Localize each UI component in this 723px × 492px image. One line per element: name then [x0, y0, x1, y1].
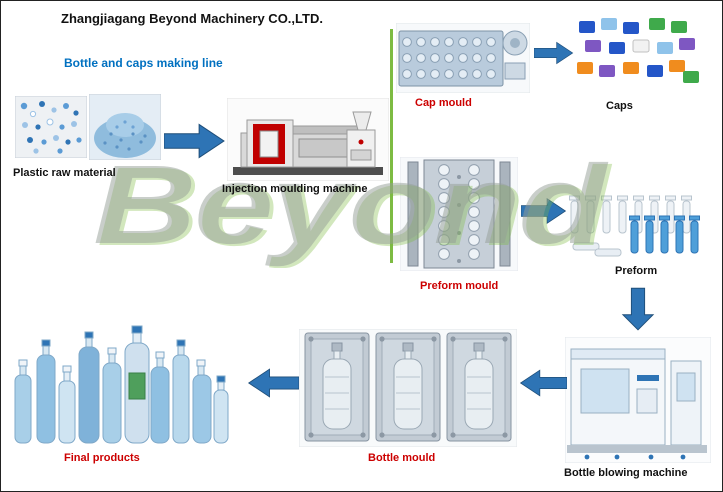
arrow-bottlemould-to-final-icon — [247, 368, 299, 398]
arrow-preformmould-to-preform-icon — [521, 198, 567, 224]
label-bottle-blowing-machine: Bottle blowing machine — [564, 467, 688, 479]
label-final-products: Final products — [64, 452, 140, 464]
company-title: Zhangjiagang Beyond Machinery CO.,LTD. — [61, 11, 323, 26]
label-preform-mould: Preform mould — [420, 280, 499, 292]
preform-mould-image — [400, 157, 518, 271]
arrow-preform-to-blowing-icon — [621, 287, 655, 331]
plastic-flakes-image — [15, 96, 87, 158]
label-caps: Caps — [606, 100, 633, 112]
bottle-mould-image — [299, 329, 517, 447]
arrow-capmould-to-caps-icon — [534, 41, 574, 65]
bottle-blowing-machine-image — [565, 337, 711, 463]
plastic-granules-image — [89, 94, 161, 160]
arrow-raw-to-injection-icon — [164, 123, 225, 159]
label-injection-moulding-machine: Injection moulding machine — [222, 183, 368, 195]
label-plastic-raw-material: Plastic raw material — [13, 167, 116, 179]
divider-line — [390, 29, 393, 263]
arrow-blowing-to-bottlemould-icon — [519, 369, 567, 397]
final-products-image — [7, 307, 245, 449]
line-subtitle: Bottle and caps making line — [64, 56, 223, 70]
label-cap-mould: Cap mould — [415, 97, 472, 109]
preform-image — [565, 183, 709, 261]
label-bottle-mould: Bottle mould — [368, 452, 436, 464]
caps-image — [571, 13, 703, 91]
cap-mould-image — [396, 23, 530, 93]
injection-moulding-machine-image — [227, 98, 389, 181]
label-preform: Preform — [615, 265, 658, 277]
